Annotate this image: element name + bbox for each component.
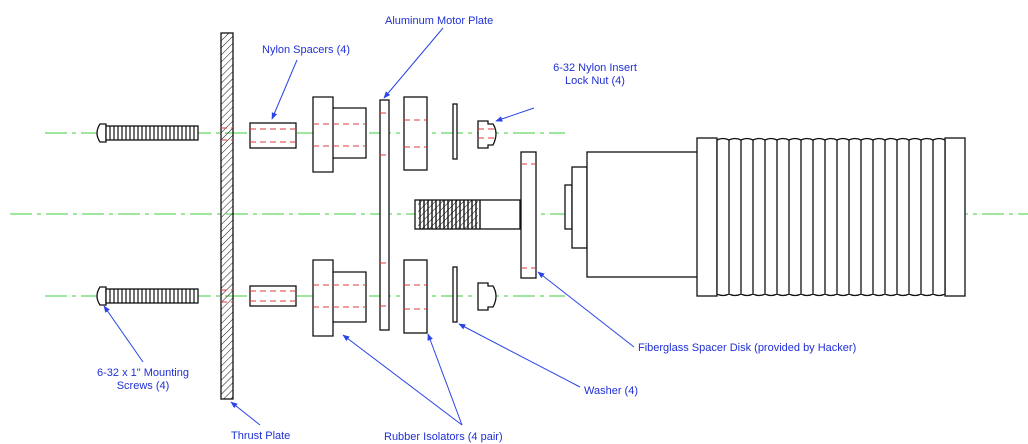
- aluminum-motor-plate: [379, 99, 390, 331]
- nylon-spacer-upper: [249, 122, 297, 149]
- label-fiberglass-spacer-disk: Fiberglass Spacer Disk (provided by Hack…: [638, 342, 856, 354]
- leader-thrust-plate: [230, 401, 261, 426]
- washer-lower: [452, 266, 458, 323]
- label-mounting-screws-line1: 6-32 x 1" Mounting: [97, 367, 189, 379]
- mounting-screw-lower: [96, 286, 199, 306]
- leader-mounting-screws: [103, 305, 144, 363]
- motor-cooling-fins: [716, 137, 946, 297]
- rubber-isolator-stepped-upper: [312, 96, 367, 173]
- thrust-plate: [220, 32, 234, 400]
- rubber-isolator-lower: [403, 259, 428, 334]
- leader-rubber-isolators-left: [342, 334, 463, 426]
- leader-rubber-isolators-right: [427, 333, 463, 426]
- rubber-isolator-stepped-lower: [312, 259, 367, 337]
- label-mounting-screws-line2: Screws (4): [117, 380, 170, 392]
- leader-nylon-spacers: [271, 59, 298, 120]
- motor-shaft: [414, 199, 521, 230]
- fiberglass-spacer-disk: [520, 151, 537, 279]
- label-rubber-isolators: Rubber Isolators (4 pair): [384, 431, 503, 443]
- label-nylon-spacers: Nylon Spacers (4): [262, 44, 350, 56]
- nylon-spacer-lower: [249, 285, 297, 307]
- mounting-screw-upper: [96, 123, 199, 143]
- washer-upper: [452, 103, 458, 160]
- label-lock-nut-line1: 6-32 Nylon Insert: [553, 62, 637, 74]
- label-thrust-plate: Thrust Plate: [231, 430, 290, 442]
- leader-washer: [458, 323, 581, 388]
- rubber-isolator-upper: [403, 96, 428, 171]
- lock-nut-lower: [477, 282, 497, 311]
- leader-aluminum-motor-plate: [383, 27, 444, 99]
- leader-lock-nut: [495, 107, 535, 122]
- leader-fiberglass-disk: [537, 271, 635, 348]
- motor: [564, 137, 966, 297]
- label-aluminum-motor-plate: Aluminum Motor Plate: [385, 15, 493, 27]
- label-lock-nut-line2: Lock Nut (4): [565, 75, 625, 87]
- label-washer: Washer (4): [584, 385, 638, 397]
- lock-nut-upper: [477, 120, 497, 149]
